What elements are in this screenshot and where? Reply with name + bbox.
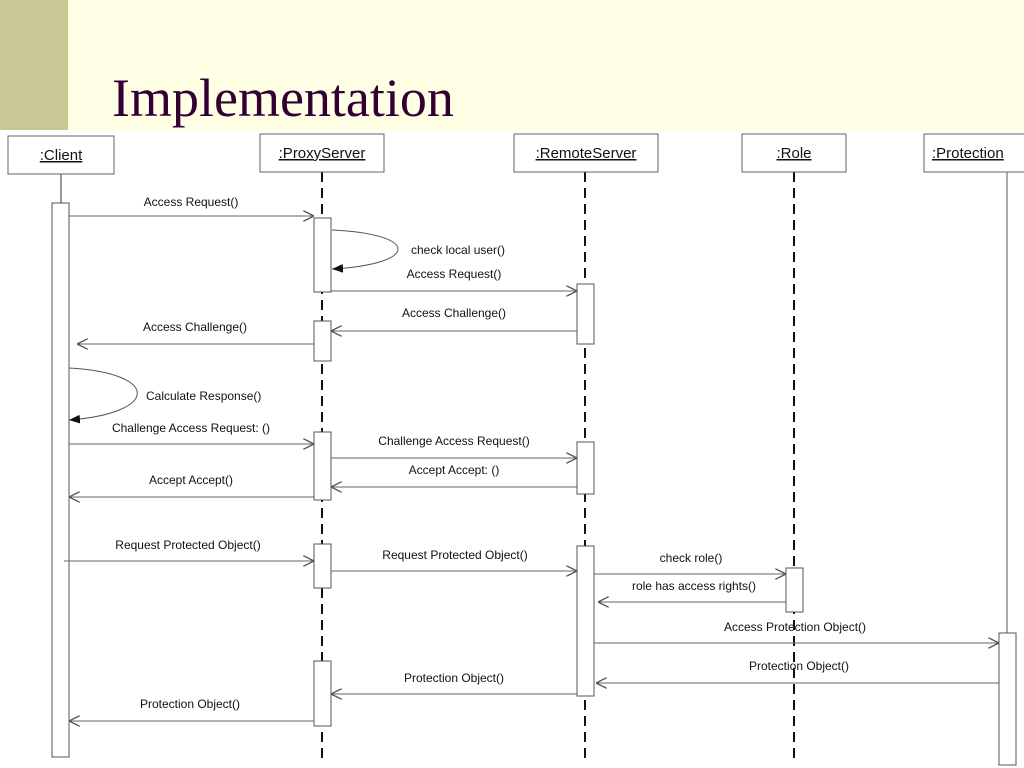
participant-proxy-label: :ProxyServer — [279, 145, 366, 162]
message-access-challenge-1: Access Challenge() — [331, 306, 577, 331]
message-label: Protection Object() — [404, 671, 504, 685]
activation-proxy-2 — [313, 320, 332, 362]
sequence-diagram: :Client :ProxyServer :RemoteServer :Role… — [7, 133, 1024, 766]
slide-title: Implementation — [112, 68, 454, 128]
activation-proxy-4 — [313, 543, 332, 589]
activation-remote-1 — [576, 283, 595, 345]
message-label: Accept Accept: () — [409, 463, 500, 477]
message-label: Access Challenge() — [402, 306, 506, 320]
message-access-protection-object: Access Protection Object() — [594, 620, 999, 643]
activation-proxy-1 — [313, 217, 332, 293]
message-label: Challenge Access Request() — [378, 434, 529, 448]
message-protection-object-3: Protection Object() — [69, 697, 314, 721]
activation-proxy-5 — [313, 660, 332, 727]
activation-proxy-3 — [313, 431, 332, 501]
message-label: Access Request() — [407, 267, 502, 281]
message-calculate-response: Calculate Response() — [68, 367, 261, 424]
message-label: Calculate Response() — [146, 389, 261, 403]
message-label: Challenge Access Request: () — [112, 421, 270, 435]
message-label: Protection Object() — [749, 659, 849, 673]
message-label: check role() — [660, 551, 723, 565]
participant-protection: :Protection — [923, 133, 1024, 173]
activation-client — [51, 202, 70, 758]
participant-remote: :RemoteServer — [513, 133, 659, 173]
message-label: Accept Accept() — [149, 473, 233, 487]
activation-protection — [998, 632, 1017, 766]
title-accent-band — [0, 0, 68, 130]
participant-client-label: :Client — [40, 147, 83, 164]
message-label: Access Request() — [144, 195, 239, 209]
message-access-request-2: Access Request() — [331, 267, 577, 291]
participant-client: :Client — [7, 135, 115, 175]
participant-remote-label: :RemoteServer — [536, 145, 637, 162]
message-check-role: check role() — [594, 551, 786, 574]
message-check-local-user: check local user() — [331, 229, 505, 273]
activation-remote-3 — [576, 545, 595, 697]
message-protection-object-2: Protection Object() — [331, 671, 577, 694]
activation-remote-2 — [576, 441, 595, 495]
message-protection-object-1: Protection Object() — [596, 659, 999, 683]
participant-proxy: :ProxyServer — [259, 133, 385, 173]
message-request-protected-object-1: Request Protected Object() — [64, 538, 314, 561]
message-challenge-access-request-2: Challenge Access Request() — [331, 434, 577, 458]
message-accept-accept-1: Accept Accept: () — [331, 463, 577, 487]
message-label: Request Protected Object() — [382, 548, 527, 562]
activation-role — [785, 567, 804, 613]
participant-role: :Role — [741, 133, 847, 173]
participant-role-label: :Role — [776, 145, 811, 162]
message-accept-accept-2: Accept Accept() — [69, 473, 314, 497]
message-label: Access Protection Object() — [724, 620, 866, 634]
message-label: Access Challenge() — [143, 320, 247, 334]
message-role-has-access-rights: role has access rights() — [598, 579, 786, 602]
message-challenge-access-request-1: Challenge Access Request: () — [69, 421, 314, 444]
message-label: Protection Object() — [140, 697, 240, 711]
message-request-protected-object-2: Request Protected Object() — [331, 548, 577, 571]
participant-protection-label: :Protection — [932, 145, 1004, 162]
sequence-diagram-area: :Client :ProxyServer :RemoteServer :Role… — [0, 130, 1024, 768]
message-access-challenge-2: Access Challenge() — [77, 320, 314, 344]
message-label: check local user() — [411, 243, 505, 257]
message-label: role has access rights() — [632, 579, 756, 593]
message-access-request-1: Access Request() — [69, 195, 314, 216]
message-label: Request Protected Object() — [115, 538, 260, 552]
